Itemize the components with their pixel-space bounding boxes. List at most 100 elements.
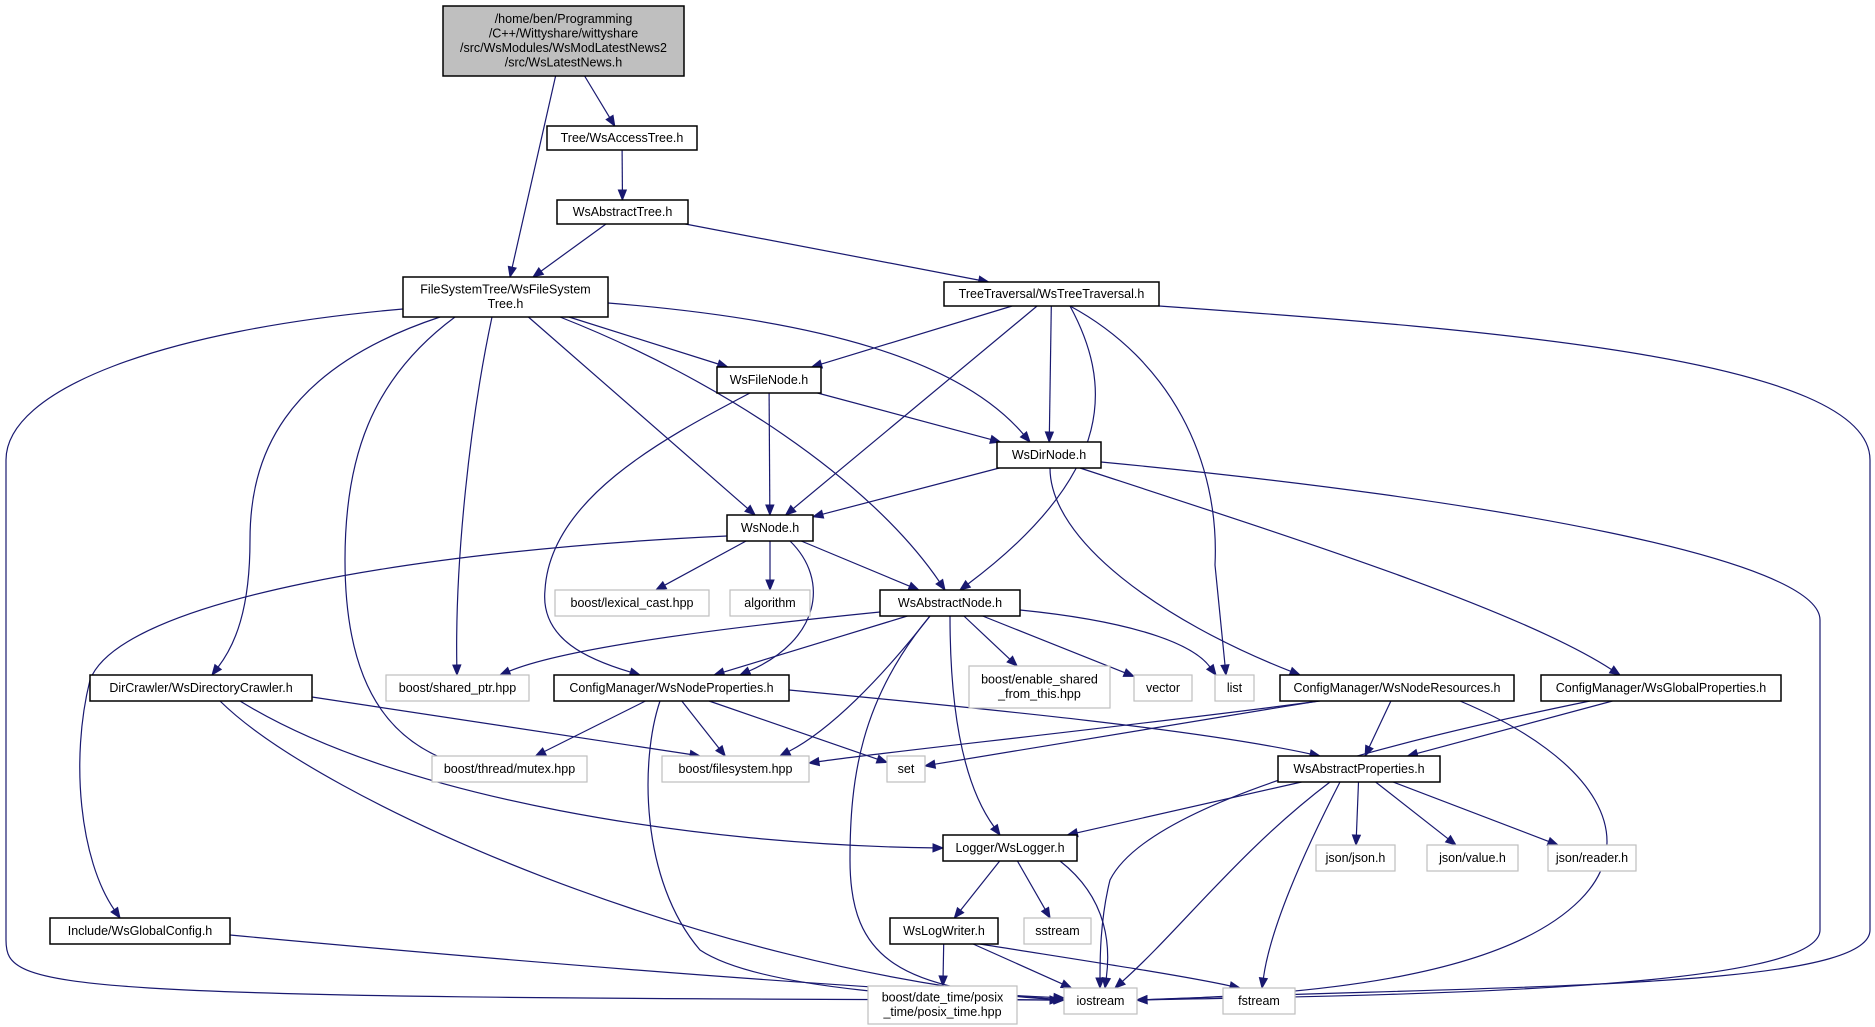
node-box	[996, 441, 1102, 469]
edge-absnode-to-vector	[982, 615, 1136, 677]
node-box	[889, 917, 999, 945]
edge-globalprops-to-iostream	[1095, 700, 1591, 990]
edge-line	[708, 700, 878, 760]
edge-line	[528, 316, 748, 509]
node-label-line: /src/WsLatestNews.h	[505, 56, 622, 70]
edge-wsnode-to-globalconfig	[79, 535, 728, 920]
node-dircrawler[interactable]: DirCrawler/WsDirectoryCrawler.h	[89, 674, 313, 702]
edge-line	[1099, 700, 1591, 979]
node-box	[385, 674, 530, 702]
node-logger[interactable]: Logger/WsLogger.h	[942, 834, 1078, 862]
edge-arrowhead	[1113, 977, 1126, 989]
edge-arrowhead	[1053, 992, 1066, 1003]
edge-absprops-to-jsonvalue	[1375, 781, 1457, 846]
edge-line	[664, 540, 747, 586]
edge-arrowhead	[605, 114, 616, 128]
edge-arrowhead	[1608, 665, 1622, 676]
edge-fstree-to-absnode	[559, 316, 946, 592]
edge-arrowhead	[1040, 906, 1051, 920]
edge-fstree-to-sharedptr	[452, 316, 493, 677]
node-label-line: WsLogWriter.h	[903, 924, 985, 938]
edge-treetrav-to-list	[1069, 305, 1230, 677]
edge-line	[1079, 467, 1612, 671]
edge-absnode-to-filesystem	[778, 615, 931, 757]
node-box	[716, 366, 822, 394]
edge-line	[1019, 609, 1211, 668]
edge-arrowhead	[531, 266, 545, 278]
node-sharedptr: boost/shared_ptr.hpp	[385, 674, 530, 702]
edge-fstree-to-mutex	[344, 316, 482, 773]
node-label-line: /src/WsModules/WsModLatestNews2	[460, 41, 667, 55]
node-absprops[interactable]: WsAbstractProperties.h	[1277, 755, 1441, 783]
edge-line	[723, 615, 908, 673]
edge-arrowhead	[1006, 655, 1019, 667]
node-label-line: TreeTraversal/WsTreeTraversal.h	[959, 287, 1145, 301]
edge-line	[5, 308, 1051, 1001]
edge-line	[748, 540, 814, 672]
node-label-line: WsNode.h	[741, 521, 799, 535]
node-box	[968, 665, 1111, 709]
edge-arrowhead	[715, 744, 727, 758]
edge-logger-to-sstream	[1016, 860, 1051, 920]
node-dirnode[interactable]: WsDirNode.h	[996, 441, 1102, 469]
edge-line	[822, 467, 1000, 515]
edge-treetrav-to-iostream	[1135, 305, 1871, 1005]
node-vector: vector	[1133, 674, 1193, 702]
edge-line	[511, 75, 557, 268]
node-treetrav[interactable]: TreeTraversal/WsTreeTraversal.h	[943, 281, 1160, 307]
edge-line	[584, 75, 611, 118]
node-lexical: boost/lexical_cast.hpp	[554, 589, 710, 617]
node-label-line: boost/enable_shared	[981, 673, 1098, 687]
edge-logwriter-to-fstream	[979, 943, 1242, 991]
node-label-line: list	[1227, 681, 1243, 695]
node-filenode[interactable]: WsFileNode.h	[716, 366, 822, 394]
edge-arrowhead	[1288, 666, 1302, 676]
node-globalconfig[interactable]: Include/WsGlobalConfig.h	[49, 917, 231, 945]
edge-line	[1048, 305, 1052, 433]
edge-line	[456, 316, 493, 666]
node-label-line: ConfigManager/WsNodeResources.h	[1293, 681, 1500, 695]
node-noderes[interactable]: ConfigManager/WsNodeResources.h	[1279, 674, 1515, 702]
node-box	[1222, 987, 1296, 1015]
edge-arrowhead	[778, 746, 792, 757]
edge-line	[942, 943, 945, 977]
edge-arrowhead	[617, 189, 628, 202]
node-sstream: sstream	[1023, 917, 1092, 945]
edge-filenode-to-dirnode	[817, 392, 1002, 444]
edge-arrowhead	[958, 579, 972, 591]
node-globalprops[interactable]: ConfigManager/WsGlobalProperties.h	[1540, 674, 1782, 702]
node-label-line: ConfigManager/WsNodeProperties.h	[569, 681, 773, 695]
edge-absnode-to-enableshared	[963, 615, 1019, 667]
node-absnode[interactable]: WsAbstractNode.h	[879, 589, 1021, 617]
edge-line	[217, 316, 441, 668]
node-label-line: boost/date_time/posix	[882, 991, 1004, 1005]
edge-arrowhead	[1258, 976, 1269, 990]
edge-line	[1146, 305, 1871, 1001]
edge-arrowhead	[1135, 994, 1148, 1005]
node-box	[661, 755, 810, 783]
edge-logger-to-iostream	[1059, 860, 1112, 990]
edge-line	[1375, 781, 1449, 840]
edge-arrowhead	[1205, 663, 1217, 677]
node-box	[553, 674, 790, 702]
node-label-line: WsFileNode.h	[730, 373, 809, 387]
node-label-line: json/value.h	[1438, 851, 1506, 865]
node-label-line: _from_this.hpp	[997, 687, 1081, 701]
edge-line	[544, 700, 646, 753]
edge-line	[1069, 305, 1226, 666]
node-nodeprops[interactable]: ConfigManager/WsNodeProperties.h	[553, 674, 790, 702]
edge-line	[972, 943, 1063, 985]
edge-arrowhead	[1019, 430, 1031, 444]
node-box	[726, 514, 814, 542]
node-root[interactable]: /home/ben/Programming/C++/Wittyshare/wit…	[442, 5, 685, 77]
node-logwriter[interactable]: WsLogWriter.h	[889, 917, 999, 945]
node-label-line: json/reader.h	[1555, 851, 1628, 865]
edge-filenode-to-nodeprops	[544, 392, 751, 677]
node-wsnode[interactable]: WsNode.h	[726, 514, 814, 542]
edge-arrowhead	[211, 663, 223, 677]
node-abstracttree[interactable]: WsAbstractTree.h	[556, 199, 689, 225]
edge-abstracttree-to-fstree	[531, 223, 607, 278]
node-accesstree[interactable]: Tree/WsAccessTree.h	[546, 125, 698, 151]
